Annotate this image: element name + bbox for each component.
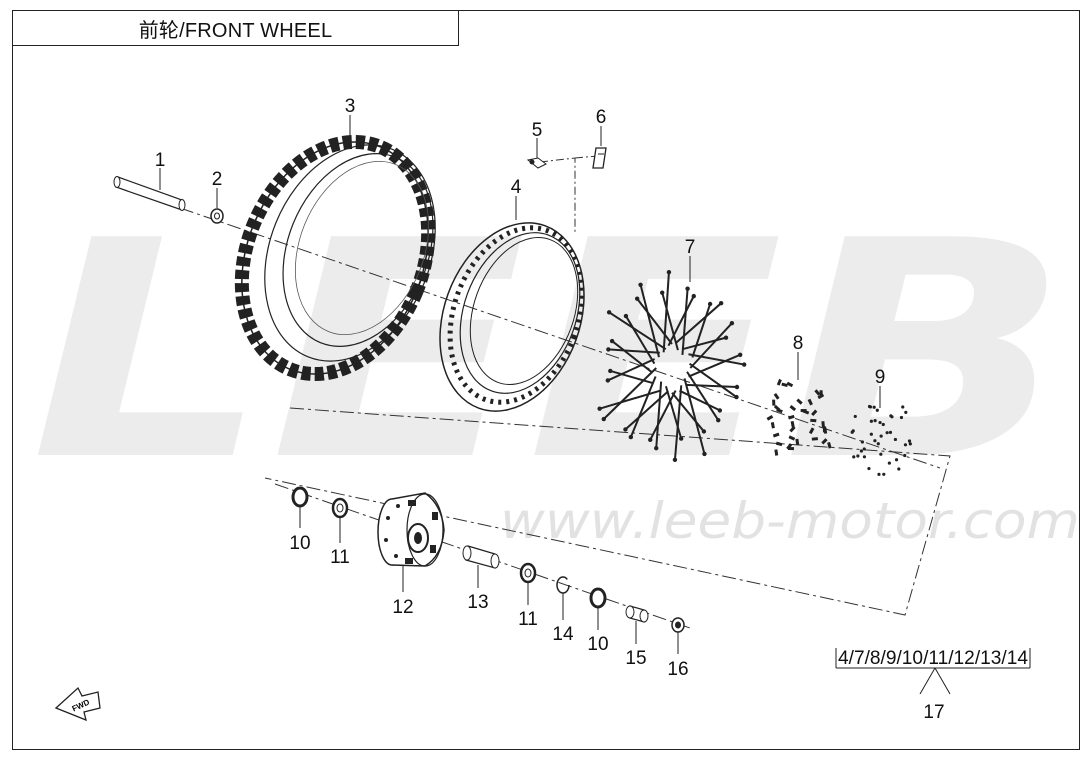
diagram-frame — [12, 10, 1080, 750]
callout-1: 1 — [155, 150, 166, 171]
callout-13: 13 — [467, 592, 488, 613]
watermark-url: www.leeb-motor.com — [500, 492, 1080, 550]
bearing-right-part — [519, 562, 537, 584]
hub-part — [377, 492, 445, 567]
fwd-arrow-icon: FWD — [54, 686, 101, 722]
bearing-left-part — [331, 497, 349, 519]
diagram-title: 前轮/FRONT WHEEL — [138, 19, 333, 42]
callout-2: 2 — [212, 169, 223, 190]
callout-12: 12 — [392, 597, 413, 618]
callout-14: 14 — [552, 624, 574, 645]
callout-4: 4 — [511, 177, 522, 198]
callout-16: 16 — [667, 659, 688, 680]
leader-lines — [159, 115, 951, 695]
oil-seal-left-part — [291, 486, 309, 508]
callout-labels: 1 2 3 4 5 6 7 8 9 10 11 12 13 11 14 10 1… — [155, 96, 886, 680]
callout-8: 8 — [793, 333, 804, 354]
valve-part — [526, 157, 547, 169]
spoke-nipples-part — [766, 378, 832, 456]
title-box: 前轮/FRONT WHEEL — [12, 10, 459, 46]
callout-9: 9 — [875, 367, 886, 388]
callout-3: 3 — [345, 96, 356, 117]
valve-cap-part — [592, 147, 607, 169]
spacer-part — [462, 545, 500, 569]
kit-number: 17 — [923, 702, 944, 723]
collar-part — [210, 208, 224, 224]
callout-11a: 11 — [330, 547, 350, 568]
axle-nut-part — [671, 617, 685, 633]
callout-10b: 10 — [587, 634, 608, 655]
kit-callout: 4/7/8/9/10/11/12/13/14 17 — [835, 648, 1031, 723]
callout-6: 6 — [596, 107, 607, 128]
tire-part — [234, 134, 436, 382]
nipple-dots-part — [850, 404, 912, 476]
axle-part — [113, 176, 186, 211]
callout-5: 5 — [532, 120, 543, 141]
callout-11b: 11 — [518, 609, 538, 630]
callout-7: 7 — [685, 237, 696, 258]
collar-right-part — [625, 605, 649, 623]
rim-part — [439, 222, 585, 412]
watermark-brand: LEEB — [30, 177, 1070, 526]
kit-label: 4/7/8/9/10/11/12/13/14 — [838, 648, 1028, 669]
callout-15: 15 — [625, 648, 646, 669]
oil-seal-right-part — [589, 587, 607, 609]
callout-10a: 10 — [289, 533, 310, 554]
spokes-part — [597, 269, 747, 463]
